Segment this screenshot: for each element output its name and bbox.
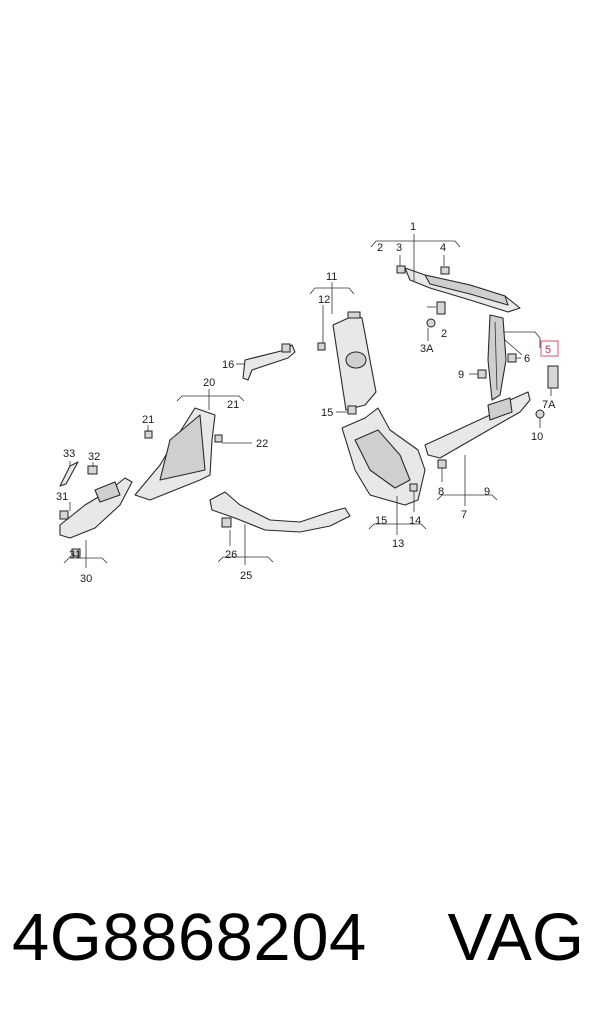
callout-14[interactable]: 14: [409, 515, 421, 527]
callout-10[interactable]: 10: [531, 431, 543, 443]
part-30-corner-trim: [59, 477, 133, 539]
callout-5-highlight-box: [540, 340, 559, 357]
callout-30[interactable]: 30: [80, 573, 92, 585]
part-7-sill-trim: [424, 391, 531, 459]
callout-26[interactable]: 26: [225, 549, 237, 561]
part-11-b-pillar-trim: [332, 311, 377, 411]
callout-1[interactable]: 1: [410, 221, 416, 233]
callout-7[interactable]: 7: [461, 509, 467, 521]
callout-leaders: [63, 234, 552, 568]
part-13-b-pillar-lower: [341, 407, 426, 506]
callout-labels: 1 2 3 4 2 3A 5 6 7A 10 9 8 9 7 11 12 15 …: [56, 221, 556, 585]
callout-4[interactable]: 4: [440, 242, 446, 254]
callout-9a[interactable]: 9: [458, 369, 464, 381]
callout-2a[interactable]: 2: [377, 242, 383, 254]
callout-13[interactable]: 13: [392, 538, 404, 550]
callout-12[interactable]: 12: [318, 294, 330, 306]
brand-label: VAG: [447, 900, 584, 975]
part-info-footer: 4G8868204 VAG: [12, 893, 592, 983]
callout-8[interactable]: 8: [438, 486, 444, 498]
part-5-pillar-strip: [487, 314, 507, 401]
callout-15b[interactable]: 15: [375, 515, 387, 527]
part-33-strip: [59, 461, 79, 487]
part-16-grab-handle: [242, 343, 296, 381]
part-1-a-pillar-trim: [404, 267, 521, 313]
callout-22[interactable]: 22: [256, 438, 268, 450]
part-20-c-pillar-trim: [134, 407, 216, 501]
parts-diagram: 1 2 3 4 2 3A 5 6 7A 10 9 8 9 7 11 12 15 …: [56, 221, 559, 585]
callout-31a[interactable]: 31: [56, 491, 68, 503]
small-fasteners: [59, 265, 559, 557]
callout-15a[interactable]: 15: [321, 407, 333, 419]
callout-21b[interactable]: 21: [227, 399, 239, 411]
callout-2b[interactable]: 2: [441, 328, 447, 340]
callout-3[interactable]: 3: [396, 242, 402, 254]
callout-31b[interactable]: 31: [69, 549, 81, 561]
callout-20[interactable]: 20: [203, 377, 215, 389]
callout-7A[interactable]: 7A: [542, 399, 556, 411]
callout-6[interactable]: 6: [524, 353, 530, 365]
callout-21a[interactable]: 21: [142, 414, 154, 426]
part-25-rear-trim: [209, 491, 351, 533]
callout-11[interactable]: 11: [326, 271, 337, 283]
callout-16[interactable]: 16: [222, 359, 234, 371]
callout-5[interactable]: 5: [545, 344, 551, 356]
callout-32[interactable]: 32: [88, 451, 100, 463]
callout-3A[interactable]: 3A: [420, 343, 434, 355]
callout-33[interactable]: 33: [63, 448, 75, 460]
part-number: 4G8868204: [12, 900, 367, 975]
callout-9b[interactable]: 9: [484, 486, 490, 498]
callout-25[interactable]: 25: [240, 570, 252, 582]
